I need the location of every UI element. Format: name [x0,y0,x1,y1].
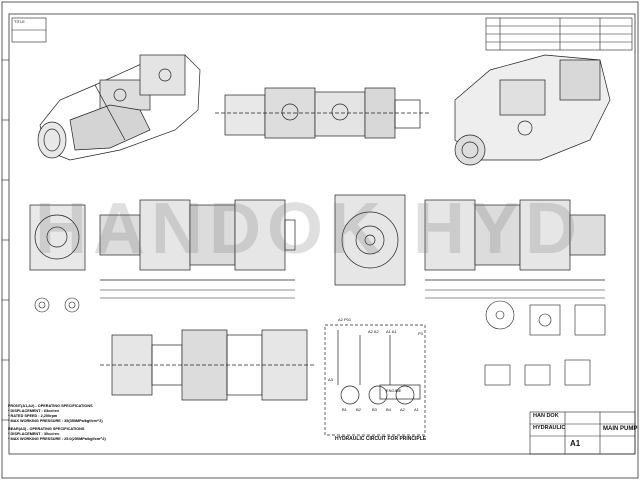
port-label: A2 [400,407,405,412]
end-view-center [334,194,406,286]
front-spec-line: * RATED SPEED : 2,200rpm [8,414,58,418]
port-detail-views [34,297,80,313]
port-label: A3 [328,377,333,382]
circuit-caption: HYDRAULIC CIRCUIT FOR PRINCIPLE [335,436,427,442]
bottom-side-view [100,329,315,401]
port-label: P3 [418,331,423,336]
iso-view-left [37,54,201,161]
company-subname: HYDRAULIC [533,425,566,431]
flange-details [484,300,606,386]
front-spec-line: * MAX WORKING PRESSURE : 35(350MPa/kgf/c… [8,419,103,423]
port-label: A1 A1 [386,329,397,334]
front-spec-title: FRONT(A1,A2) - OPERATING SPECIFICATIONS [8,404,93,408]
port-label: A2 A2 [368,329,379,334]
left-index-strip [2,59,9,421]
engine-label: ENGINE [386,388,402,393]
rear-spec-title: REAR(A3) - OPERATING SPECIFICATIONS [8,427,85,431]
inner-border [8,13,636,455]
port-label: A1 [414,407,419,412]
sheet-size: A1 [570,439,581,448]
hydraulic-circuit [324,324,426,436]
port-label: B3 [372,407,377,412]
rear-spec-line: * DISPLACEMENT : 30cc/rev [8,432,60,436]
port-label: B1 [342,407,347,412]
port-label: B2 [356,407,361,412]
dimension-lines [100,289,605,299]
rear-spec-line: * MAX WORKING PRESSURE : 25.0(250MPa/kgf… [8,437,106,441]
top-side-view [215,87,430,139]
title-block-frame [529,411,636,455]
front-end-view-left [29,204,86,271]
revision-block [485,17,633,51]
part-name: MAIN PUMP [603,426,638,432]
port-label: B4 [386,407,391,412]
company-name: HAN DOK [533,413,559,419]
side-view-left [99,199,296,281]
port-label: A2 P01 [338,317,352,322]
side-view-right [424,199,606,281]
iso-view-right [454,54,611,166]
front-spec-line: * DISPLACEMENT : 63cc/rev [8,409,60,413]
header-left-label: TITLE [14,19,25,24]
operating-specifications: FRONT(A1,A2) - OPERATING SPECIFICATIONS … [8,404,106,442]
